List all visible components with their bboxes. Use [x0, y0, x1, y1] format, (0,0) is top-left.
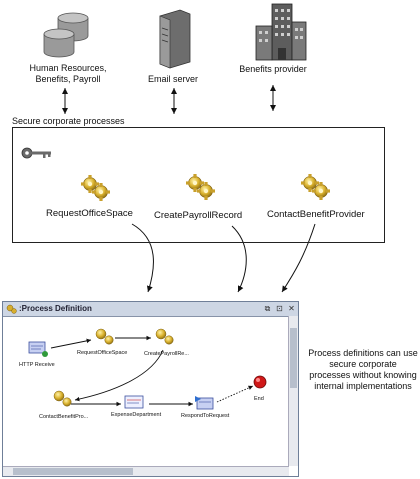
office-building-icon — [255, 3, 307, 61]
node-label-request-office-space: RequestOfficeSpace — [77, 350, 128, 356]
node-label-end: End — [254, 396, 264, 402]
vertical-scrollbar[interactable] — [288, 316, 298, 466]
restore-icon[interactable]: ⧉ — [264, 304, 271, 313]
node-label-create-payroll: CreatePayrollRe... — [144, 351, 189, 357]
server-icon — [159, 9, 191, 69]
caption-text: Process definitions can use secure corpo… — [308, 348, 418, 391]
expense-department-node-icon — [124, 395, 144, 409]
process-label-create-payroll-record: CreatePayrollRecord — [154, 210, 243, 221]
process-label-request-office-space: RequestOfficeSpace — [46, 208, 133, 219]
secure-section-title: Secure corporate processes — [12, 116, 125, 126]
contact-benefit-node-icon — [53, 390, 72, 407]
source-label-benefits: Benefits provider — [239, 64, 307, 74]
close-icon[interactable]: ✕ — [288, 304, 295, 313]
horizontal-scroll-thumb[interactable] — [13, 468, 133, 475]
process-definition-window: :Process Definition ⧉ ⊡ ✕ — [2, 301, 299, 477]
curve-arrow-2 — [231, 225, 247, 293]
node-label-respond-to-request: RespondToRequest — [181, 413, 230, 419]
vertical-scroll-thumb[interactable] — [290, 328, 297, 388]
process-label-contact-benefit-provider: ContactBenefitProvider — [267, 209, 365, 220]
database-icon — [43, 12, 89, 58]
window-title-bar[interactable]: :Process Definition ⧉ ⊡ ✕ — [3, 302, 298, 317]
end-node-icon — [253, 375, 267, 389]
process-gear-icon — [6, 304, 17, 314]
http-receive-node-icon — [28, 341, 48, 357]
maximize-icon[interactable]: ⊡ — [276, 304, 283, 313]
curve-arrow-3 — [281, 223, 316, 293]
horizontal-scrollbar[interactable] — [3, 466, 289, 476]
request-office-space-node-icon — [95, 328, 114, 345]
respond-to-request-node-icon — [195, 396, 214, 410]
key-icon — [21, 147, 51, 159]
source-label-email: Email server — [147, 74, 198, 84]
create-payroll-node-icon — [155, 328, 174, 345]
node-label-expense-department: ExpenseDepartment — [111, 412, 162, 418]
curve-arrow-1 — [131, 223, 154, 293]
window-title: :Process Definition — [19, 304, 92, 313]
secure-processes-box — [12, 127, 385, 243]
source-label-hr: Human Resources, Benefits, Payroll — [29, 63, 107, 84]
node-label-contact-benefit: ContactBenefitPro... — [39, 414, 89, 420]
node-label-http-receive: HTTP Receive — [19, 362, 55, 368]
process-canvas — [28, 328, 267, 410]
